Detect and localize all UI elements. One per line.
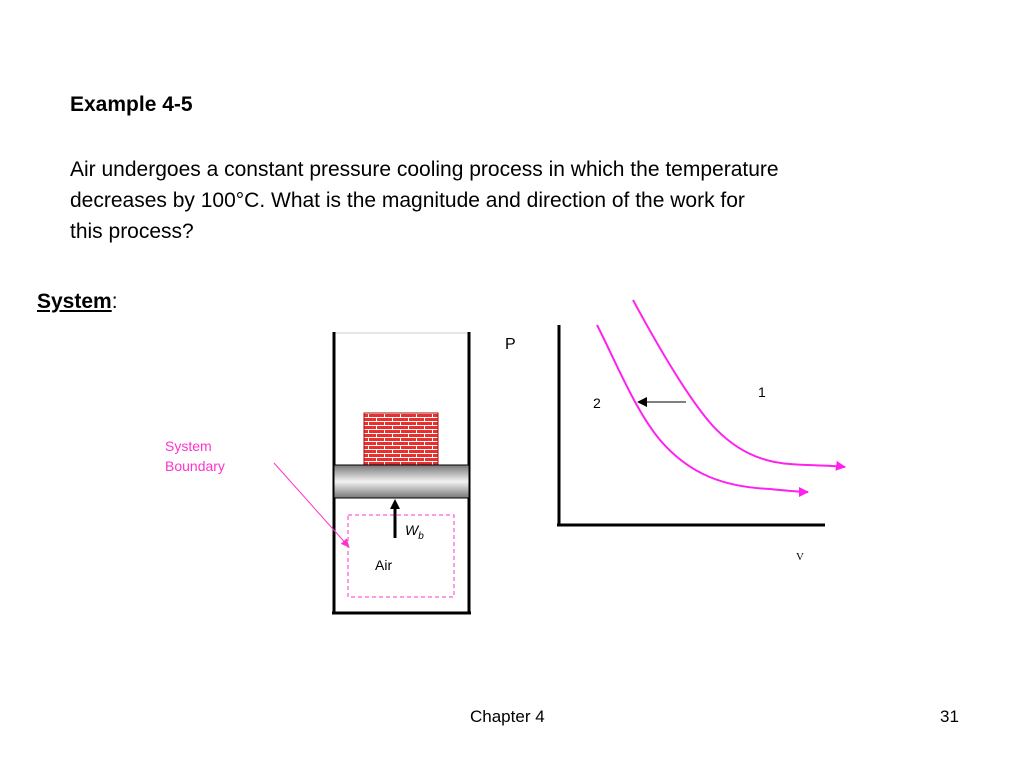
y-axis-label: P [505,336,516,353]
problem-line-3: this process? [70,220,194,243]
problem-statement: Air undergoes a constant pressure coolin… [70,154,970,247]
state-2-label: 2 [593,395,601,411]
boundary-label-line-2: Boundary [165,458,225,474]
isotherm-state-2 [596,324,809,497]
footer-chapter: Chapter 4 [470,707,545,726]
work-label: Wb [405,522,424,542]
problem-line-2: decreases by 100°C. What is the magnitud… [70,189,745,212]
problem-line-1: Air undergoes a constant pressure coolin… [70,158,779,181]
boundary-label-line-1: System [165,438,212,454]
system-heading-text: System [37,290,112,313]
gas-label: Air [375,557,392,573]
isotherm-state-1 [632,299,846,471]
state-1-label: 1 [758,384,766,400]
piston [333,464,470,499]
footer-page-number: 31 [940,707,959,726]
work-subscript: b [418,531,424,542]
system-boundary-box [347,514,455,598]
x-axis-label: V [796,551,804,563]
work-symbol: W [405,522,420,538]
piston-cylinder: System Boundary Wb Air [165,332,471,615]
pv-diagram: P V 1 2 [505,299,846,563]
system-heading-colon: : [111,290,118,313]
brick-weight [363,412,439,467]
system-heading: System: [37,290,118,314]
slide-title: Example 4-5 [70,93,193,116]
boundary-pointer-arrow [273,462,350,548]
